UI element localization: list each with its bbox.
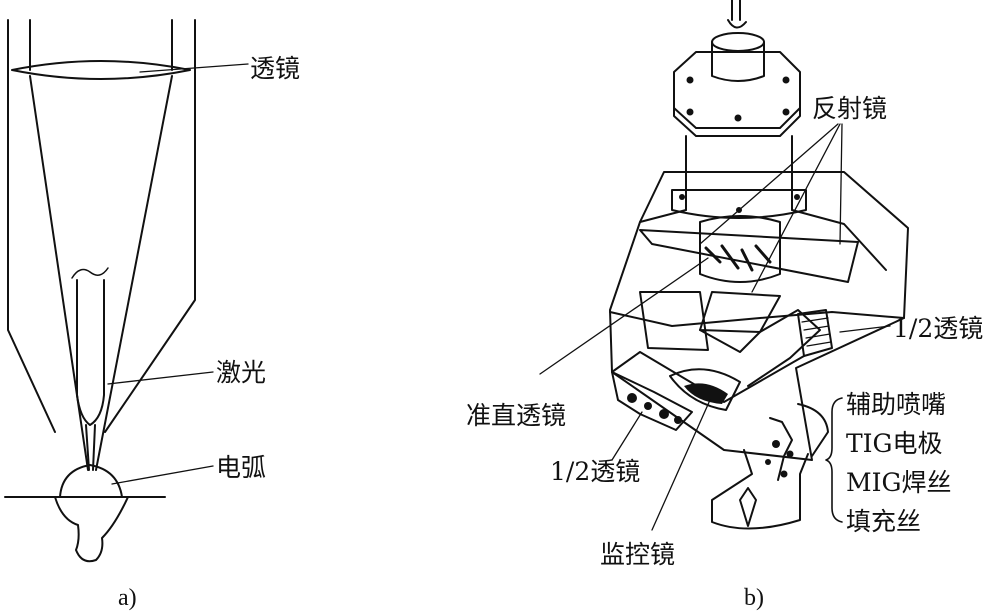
label-laser: 激光 [216, 358, 267, 387]
top-connector-rim [711, 32, 765, 52]
label-half-lens-left: 1/2透镜 [550, 457, 641, 486]
label-tig-electrode: TIG电极 [846, 429, 943, 458]
flange-bolt [794, 194, 800, 200]
plate-bolt [734, 114, 742, 122]
nozzle-dots [765, 440, 794, 478]
top-connector [711, 41, 765, 82]
leader-half-lens-left [611, 411, 643, 461]
nozzle-dot [780, 470, 788, 478]
half-lens-left-shape [611, 371, 693, 431]
arc-electrode [76, 279, 105, 426]
leader-half-lens-right [839, 325, 891, 333]
nozzle-dot [786, 450, 794, 458]
nozzle-assembly [711, 449, 809, 530]
nozzle-dot [772, 440, 780, 448]
plate-bolt [782, 76, 790, 84]
octagon-plate-edge [673, 107, 801, 137]
label-aux-nozzle: 辅助喷嘴 [846, 390, 947, 419]
electrode-wave [71, 267, 109, 279]
label-mig-wire: MIG焊丝 [846, 468, 952, 497]
lens-dot [644, 402, 652, 410]
filler-wire-tube [797, 403, 829, 457]
label-arc: 电弧 [216, 453, 267, 482]
nozzle-tip [739, 487, 757, 527]
lens-shape [11, 60, 191, 80]
nozzle-dot [765, 459, 771, 465]
leader-reflector-2 [751, 123, 841, 293]
nozzle-wire [769, 417, 793, 481]
mirror-upper [639, 229, 859, 283]
plate-bolt [686, 108, 694, 116]
leader-reflector-3 [839, 123, 843, 245]
body-top-face [639, 209, 887, 271]
label-reflector: 反射镜 [812, 94, 888, 123]
laser-beam-left [29, 75, 89, 471]
laser-beam-right [95, 75, 173, 471]
caption-a: a) [118, 585, 137, 611]
figure-a-drawing [4, 19, 249, 563]
half-lens-left-dots [627, 393, 682, 424]
leader-monitor [651, 399, 711, 531]
label-half-lens-right: 1/2透镜 [893, 314, 984, 343]
mirror-slanted [699, 309, 821, 387]
lens-dot [659, 409, 669, 419]
leader-laser [107, 371, 214, 385]
lower-dark-lens [669, 368, 741, 411]
octagon-plate [673, 51, 801, 129]
half-lens-right-hatch [801, 317, 832, 347]
arc-dome [59, 464, 123, 498]
electrode-tip-lines [85, 424, 96, 471]
label-brace [825, 397, 843, 523]
leader-reflector-1 [699, 123, 839, 245]
mirror-box [639, 291, 709, 351]
body-outer [609, 171, 909, 461]
label-monitor-mirror: 监控镜 [600, 540, 676, 569]
figure-b-drawing [539, 0, 909, 531]
leader-lens [139, 63, 249, 73]
lower-dark-lens-fill [684, 383, 728, 404]
label-filler-wire: 填充丝 [846, 507, 922, 536]
half-lens-right-shape [797, 309, 833, 357]
body-mid-rib [609, 311, 905, 327]
lens-block-hatch [704, 244, 772, 272]
head-cable [727, 0, 747, 29]
lens-block [699, 215, 781, 283]
plate-bolt [686, 76, 694, 84]
body-lower-edge [611, 351, 805, 403]
weld-pool [54, 496, 129, 563]
lens-dot [627, 393, 637, 403]
flange-bolt [679, 194, 685, 200]
caption-b: b) [744, 585, 764, 611]
leader-collimating [539, 257, 709, 375]
plate-bolt [782, 108, 790, 116]
nozzle-left-wall [7, 19, 56, 433]
leader-arc [111, 465, 214, 485]
label-collimating-lens: 准直透镜 [466, 401, 567, 430]
label-lens: 透镜 [250, 54, 301, 83]
plate-bolts [686, 76, 790, 122]
mirror-center [699, 291, 781, 333]
lens-dot [674, 416, 682, 424]
tube-flange [671, 189, 807, 219]
nozzle-right-wall [104, 19, 196, 433]
